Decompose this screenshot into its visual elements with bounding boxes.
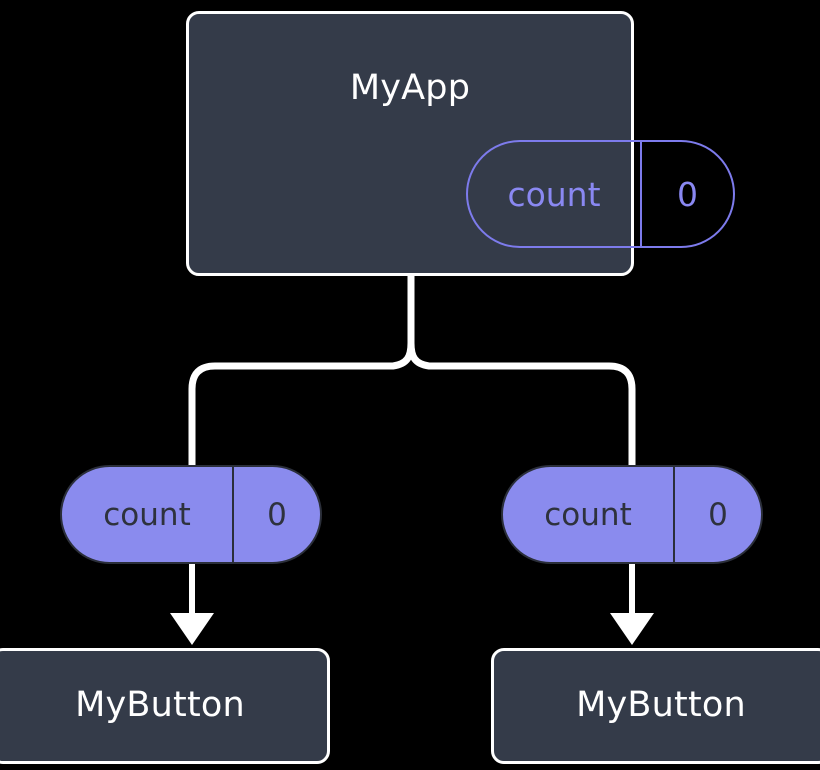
state-pill-myapp-value: 0 — [677, 174, 698, 214]
state-pill-child-left[interactable]: count 0 — [60, 465, 322, 564]
state-pill-child-left-key: count — [62, 467, 234, 562]
arrow-head-left — [170, 613, 214, 645]
node-mybutton-right-label: MyButton — [576, 685, 746, 725]
state-pill-child-right-value: 0 — [708, 496, 728, 533]
node-mybutton-left[interactable]: MyButton — [0, 648, 330, 764]
state-pill-child-right-key: count — [503, 467, 675, 562]
arrow-head-right — [610, 613, 654, 645]
node-mybutton-right[interactable]: MyButton — [491, 648, 820, 764]
node-mybutton-left-label: MyButton — [75, 685, 245, 725]
node-myapp[interactable]: MyApp count 0 — [186, 11, 735, 276]
connector-root-to-left-child — [188, 272, 415, 470]
connector-root-to-right-child — [407, 272, 636, 470]
node-myapp-label: MyApp — [349, 68, 471, 108]
state-pill-myapp-key: count — [468, 142, 642, 246]
state-pill-myapp[interactable]: count 0 — [466, 140, 735, 248]
state-pill-child-right[interactable]: count 0 — [501, 465, 763, 564]
state-pill-child-left-value: 0 — [267, 496, 287, 533]
